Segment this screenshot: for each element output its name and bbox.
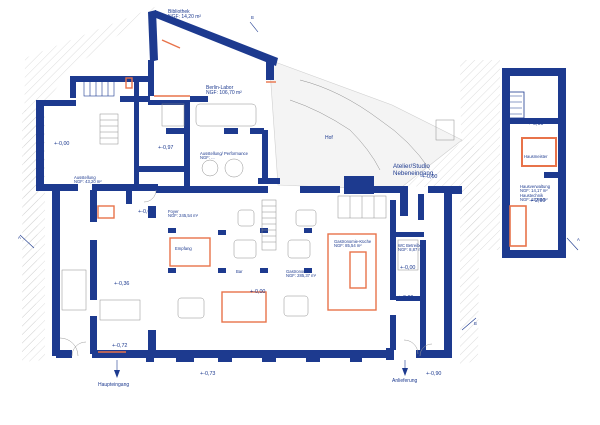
room-area: NGF: 85,54 m²	[334, 243, 362, 249]
room-label-ausstellung-performance: Ausstellung/ Performance NGF: ...	[200, 151, 248, 161]
entrance-arrow-main	[114, 370, 120, 378]
level-marker: +-2,90	[530, 198, 546, 204]
entrance-arrow-delivery	[402, 368, 408, 376]
room-area: NGF: 245,54 m²	[168, 213, 199, 219]
room-label-hausverwaltung: Hausverwaltung NGF: 14,17 m²	[520, 184, 551, 194]
room-name: Bibliothek	[168, 9, 190, 15]
room-name: Ausstellung/ Performance	[200, 151, 248, 156]
room-name: Bar	[236, 269, 243, 274]
section-markers	[19, 21, 579, 331]
room-name: Haustechnik	[520, 193, 544, 198]
level-marker: +-0,72	[112, 343, 128, 349]
room-label-berlin-labor: Berlin-Labor NGF: 106,70 m²	[206, 85, 242, 97]
room-label-hof: Hof	[325, 135, 333, 141]
level-marker: +-0,00	[400, 265, 416, 271]
entrance-label-delivery: Anlieferung	[392, 378, 418, 384]
room-name: Berlin-Labor	[206, 85, 234, 91]
section-marker-a-right: A	[577, 237, 580, 242]
room-name: Empfang	[175, 246, 192, 251]
room-name: Gastronomie-Küche	[334, 239, 372, 244]
level-marker: +-0,00	[138, 209, 154, 215]
room-area: NGF: 15,88 m²	[520, 197, 548, 203]
section-marker-b-top: B	[251, 15, 254, 20]
room-label-haustechnik: Haustechnik NGF: 15,88 m²	[520, 193, 548, 203]
room-name: Atelier/Studio Nebeneingang	[393, 163, 434, 177]
room-label-bar: Bar	[236, 269, 243, 274]
room-name: Ausstellung	[74, 175, 96, 180]
annex-building	[502, 68, 566, 258]
level-marker: +-0,36	[114, 281, 130, 287]
room-area: NGF: 43,20 m²	[74, 179, 102, 185]
level-marker: +-0,90	[426, 371, 442, 377]
room-name: Hausverwaltung	[520, 184, 551, 189]
room-area: NGF: 285,37 m²	[286, 273, 317, 279]
level-marker: +-0,00	[422, 174, 438, 180]
room-area: NGF: 106,70 m²	[206, 90, 242, 97]
room-label-foyer: Foyer NGF: 245,54 m²	[168, 209, 199, 219]
level-marker: +-0,73	[200, 371, 216, 377]
room-label-atelier: Atelier/Studio Nebeneingang	[393, 163, 439, 177]
section-marker-a: A	[18, 235, 21, 240]
room-name: Gastronomie	[286, 269, 310, 274]
level-marker: +-0,00	[528, 121, 544, 127]
level-marker: +-0,00	[250, 289, 266, 295]
room-label-gastro-kueche: Gastronomie-Küche NGF: 85,54 m²	[334, 239, 372, 249]
furniture	[61, 79, 455, 321]
level-marker: +-0,00	[398, 295, 414, 301]
building-walls	[36, 10, 462, 362]
room-label-ausstellung: Ausstellung NGF: 43,20 m²	[74, 175, 102, 185]
room-label-wc-betreiber: WC Betreiber NGF: 8,87 m²	[398, 243, 424, 253]
section-marker-b-bottom: B	[474, 321, 477, 326]
room-name: Hausmeister	[524, 154, 548, 159]
room-name: Hof	[325, 135, 333, 141]
room-label-empfang: Empfang	[175, 246, 192, 251]
room-name: WC Betreiber	[398, 243, 424, 248]
room-area: NGF: 14,20 m²	[168, 14, 202, 21]
room-area: NGF: 14,17 m²	[520, 188, 548, 194]
level-marker: +-0,00	[54, 141, 70, 147]
room-label-bibliothek: Bibliothek NGF: 14,20 m²	[168, 9, 202, 21]
room-label-hausmeister: Hausmeister	[524, 154, 548, 159]
doors	[59, 189, 433, 357]
room-area: NGF: 8,87 m²	[398, 247, 424, 253]
level-marker: +-0,97	[158, 145, 174, 151]
room-area: NGF: ...	[200, 155, 215, 161]
room-label-gastronomie: Gastronomie NGF: 285,37 m²	[286, 269, 317, 279]
stair-nw	[83, 79, 115, 97]
room-name: Foyer	[168, 209, 179, 214]
accent-elements	[97, 39, 377, 353]
entrance-label-main: Haupteingang	[98, 382, 130, 388]
